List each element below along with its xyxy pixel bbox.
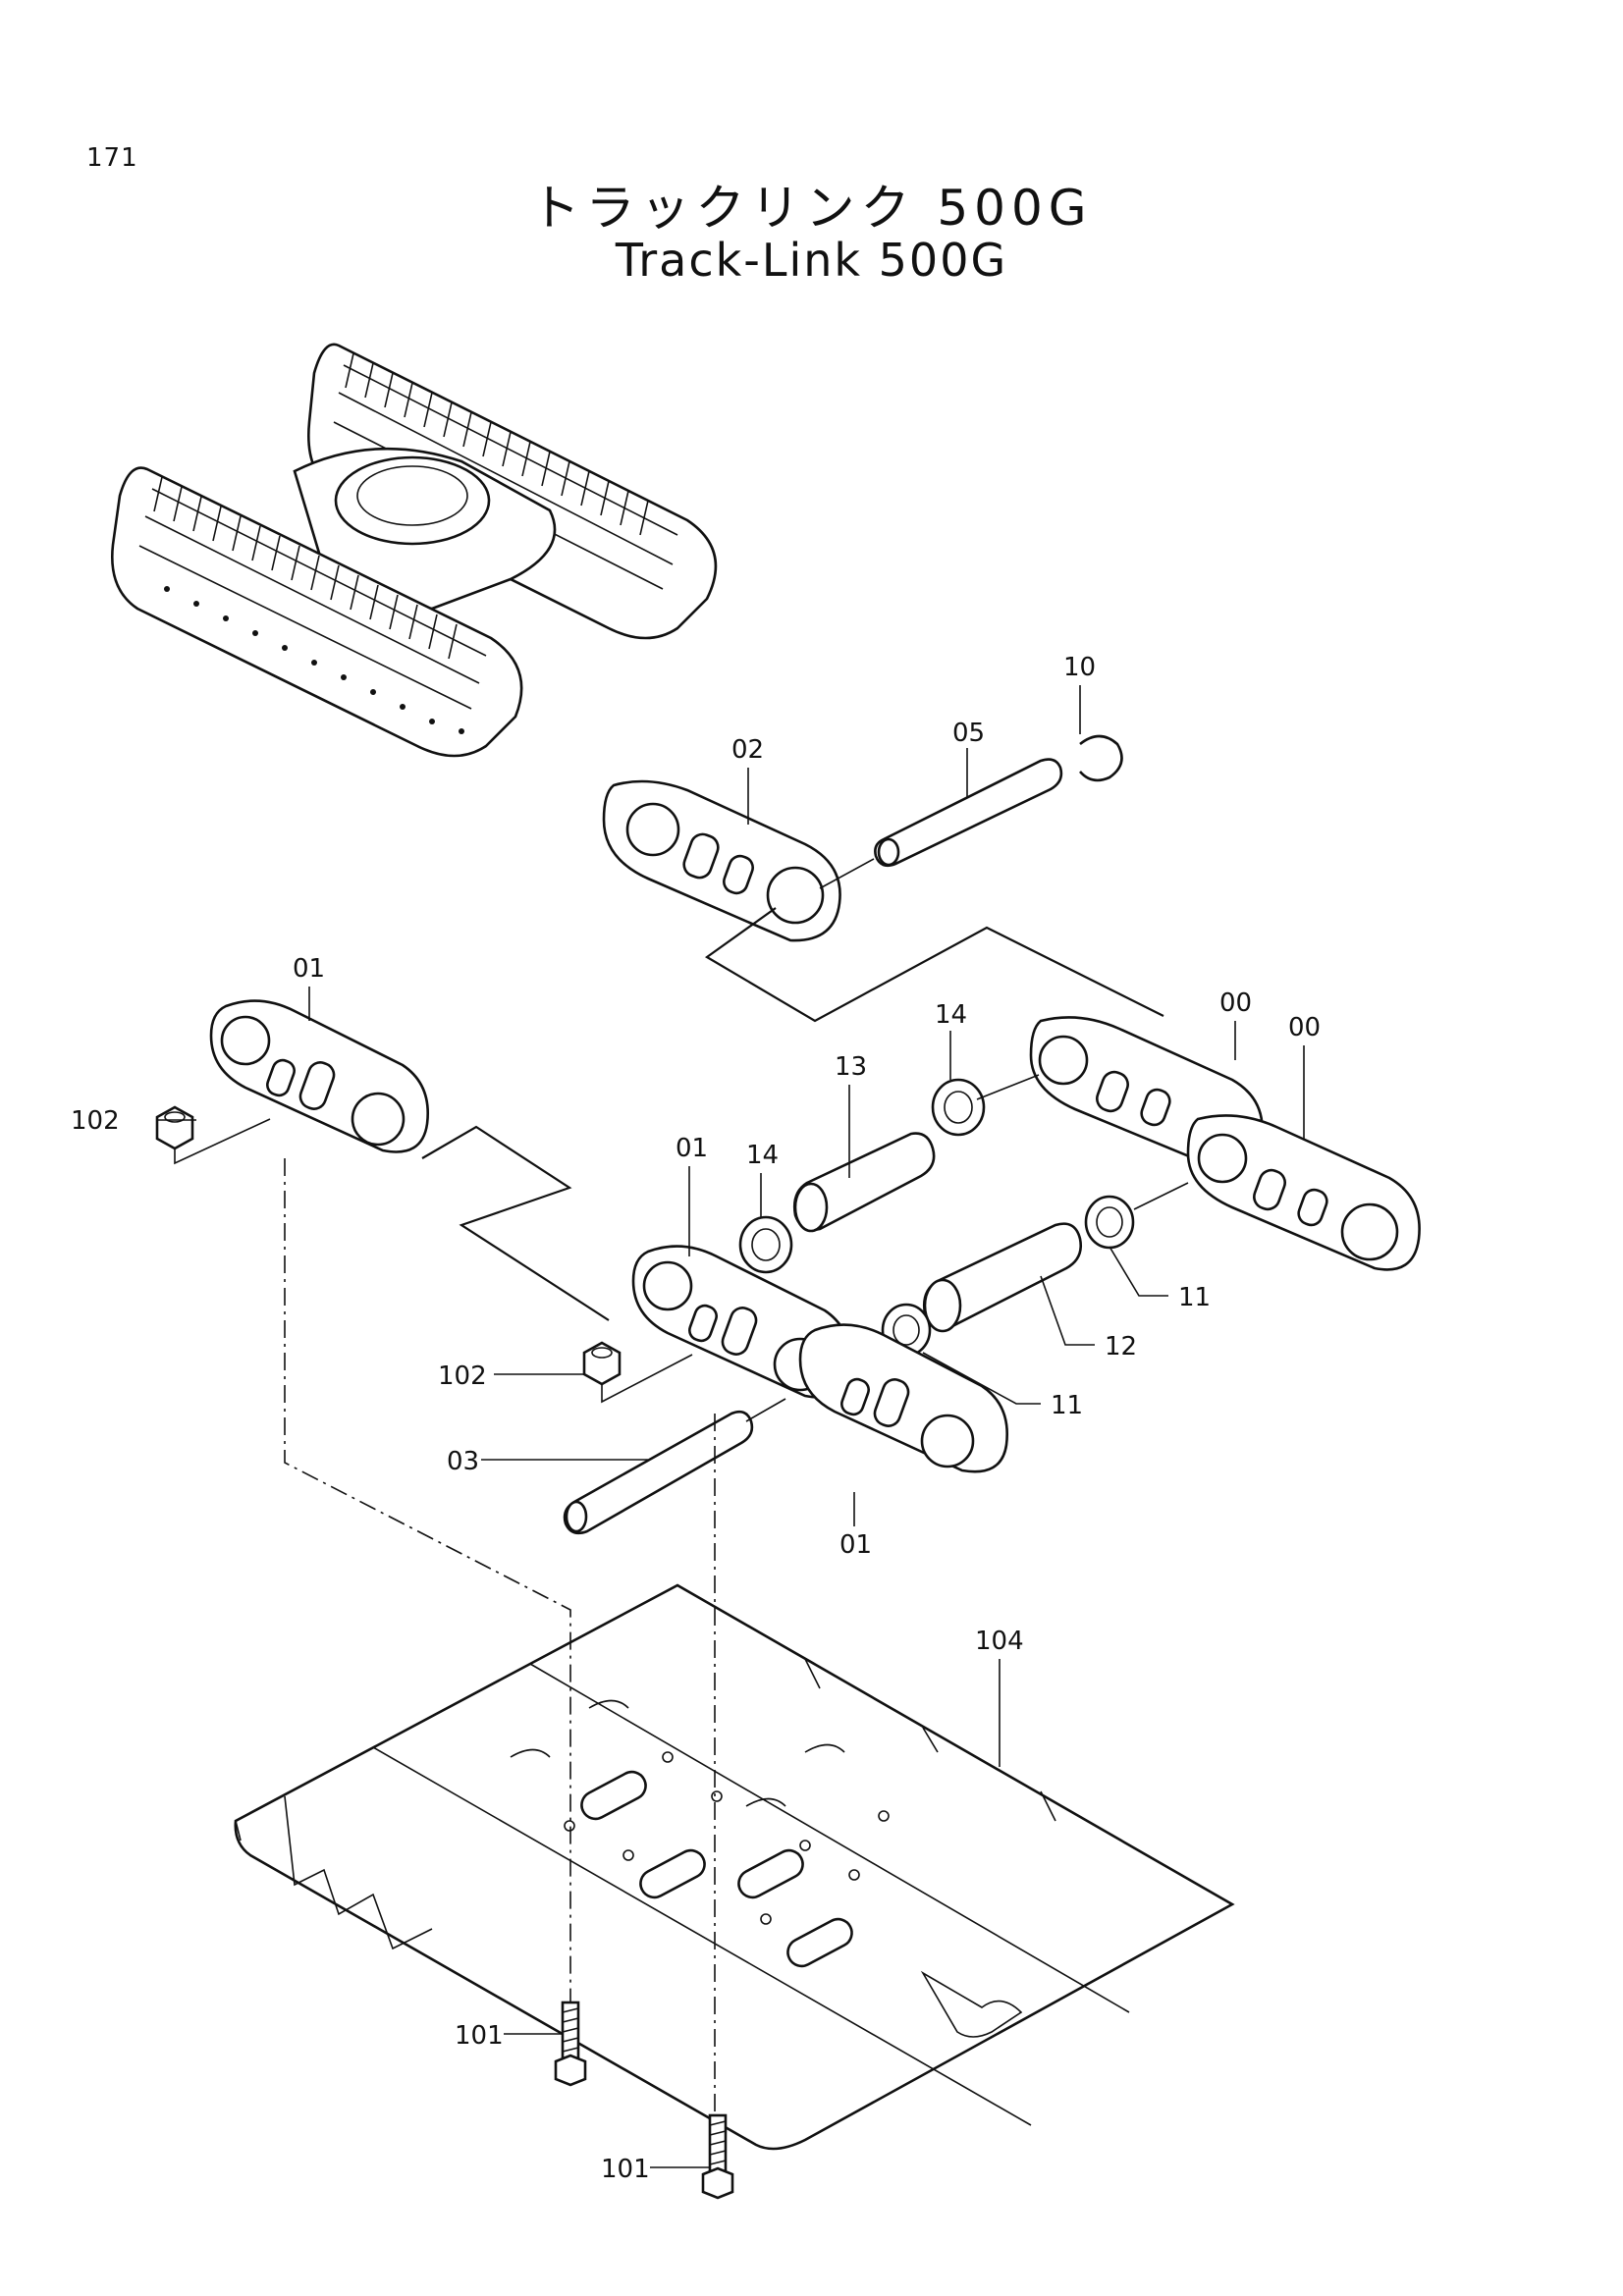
callout-102-top: 102 (71, 1106, 120, 1136)
callout-10: 10 (1063, 653, 1096, 682)
callout-101-b: 101 (601, 2155, 650, 2184)
title-japanese: トラックリンク 500G (530, 180, 1093, 237)
bolt-101-a-part (554, 2001, 587, 2087)
assembly-guide-line-upper (704, 907, 1164, 1023)
seal-14-upper-part (931, 1078, 986, 1137)
nut-102-top-part (155, 1105, 194, 1150)
callout-102-mid: 102 (438, 1362, 487, 1391)
link-01-top-part (209, 999, 429, 1153)
callout-101-a: 101 (455, 2021, 504, 2051)
leader-nut-top (174, 1118, 271, 1165)
callout-00-a: 00 (1219, 988, 1252, 1018)
undercarriage-illustration (111, 343, 718, 758)
link-02-part (602, 779, 841, 942)
seal-11-right-part (1084, 1195, 1135, 1250)
page-number: 171 (86, 143, 138, 173)
callout-05: 05 (952, 719, 985, 748)
pin-03-part (563, 1410, 754, 1535)
track-shoe-104-part (234, 1583, 1235, 2151)
title-english: Track-Link 500G (615, 234, 1008, 287)
leader-05-to-link (819, 858, 875, 889)
callout-13: 13 (835, 1052, 867, 1082)
callout-01-top: 01 (293, 954, 325, 984)
callout-01-bottom: 01 (839, 1530, 872, 1560)
snap-ring-10-part (1079, 734, 1123, 782)
callout-11-right: 11 (1178, 1283, 1211, 1312)
bolt-101-b-part (701, 2113, 734, 2200)
bushing-13-part (792, 1132, 936, 1233)
bushing-12-part (923, 1222, 1082, 1333)
callout-01-mid: 01 (676, 1134, 708, 1163)
callout-14-top: 14 (935, 1000, 967, 1030)
callout-104: 104 (975, 1627, 1024, 1656)
assembly-guide-line-left (421, 1125, 610, 1321)
link-01-bottom-part (798, 1323, 1008, 1473)
nut-102-mid-part (582, 1341, 622, 1386)
link-00-front-part (1186, 1114, 1421, 1271)
pin-05-part (874, 758, 1063, 868)
leader-seal-links (976, 1074, 1189, 1210)
leader-nut-mid (601, 1354, 693, 1404)
alignment-line-a (284, 1158, 571, 2002)
callout-02: 02 (731, 735, 764, 765)
leader-pin-03 (745, 1398, 786, 1422)
callout-11-mid: 11 (1051, 1391, 1083, 1420)
callout-leaders (157, 685, 1305, 2168)
callout-12: 12 (1105, 1332, 1137, 1362)
callout-00-b: 00 (1288, 1013, 1321, 1042)
seal-14-lower-part (738, 1215, 793, 1274)
callout-14-mid: 14 (746, 1141, 779, 1170)
callout-03: 03 (447, 1447, 479, 1476)
